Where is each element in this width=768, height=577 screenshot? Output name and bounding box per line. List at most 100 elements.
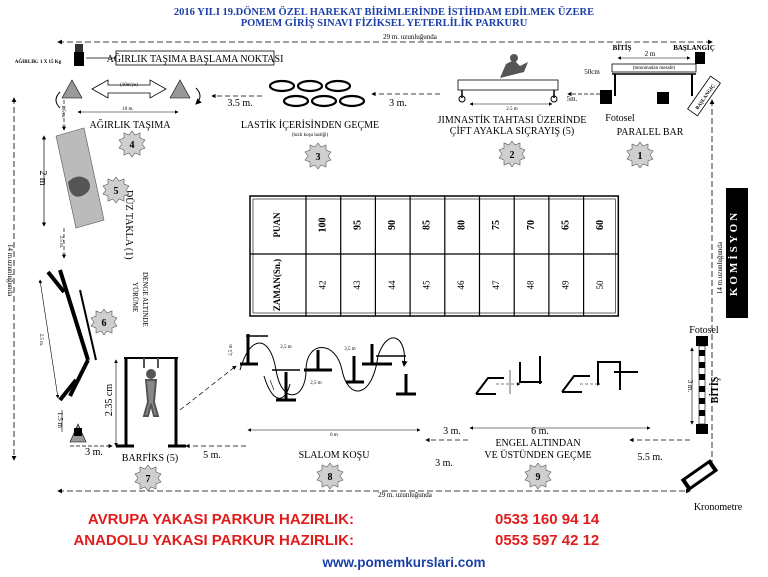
dist-25-left2: 2.5 m.: [58, 236, 63, 249]
svg-text:5: 5: [114, 186, 119, 197]
svg-text:6: 6: [102, 318, 107, 329]
dist-6m: 6 m.: [531, 426, 549, 437]
finish-gate: [690, 336, 708, 434]
station-2-label-2: ÇİFT AYAKLA SIÇRAYIŞ (5): [450, 125, 574, 137]
station-9-hurdles: [475, 356, 638, 395]
chronometer-device: [680, 459, 719, 492]
photocell-right: Fotosel: [689, 325, 719, 336]
svg-text:1: 1: [638, 151, 643, 162]
photocell-top: Fotosel: [605, 113, 635, 124]
pullup-height: 2.35 cm: [104, 384, 115, 416]
station-9-label-1: ENGEL ALTINDAN: [495, 438, 580, 449]
station-8-badge: 8: [316, 462, 344, 490]
weight-start-label: AĞIRLIK TAŞIMA BAŞLAMA NOKTASI: [107, 53, 284, 65]
station-8-label: SLALOM KOŞU: [299, 450, 371, 461]
station-4-badge: 4: [118, 130, 146, 158]
score-cell: 60: [595, 220, 606, 230]
board-length: 2.5 m: [506, 107, 518, 112]
dist-25-left: 2.5 m.: [60, 106, 65, 119]
station-3-note: (hızlı koşu lastiği): [292, 133, 329, 138]
weight-dist-inner: (10m'ye): [120, 83, 138, 88]
svg-text:7: 7: [146, 474, 151, 485]
dist-3m-bot: 3 m.: [435, 458, 453, 469]
time-cell: 49: [560, 280, 570, 290]
station-9-badge: 9: [524, 462, 552, 490]
time-cell: 46: [456, 280, 466, 290]
score-cell: 95: [352, 220, 363, 230]
weight-spec: AĞIRLIK: 1 X 15 Kg: [15, 59, 62, 65]
station-2-gym-board: [457, 54, 559, 106]
station-7-pullup-bar: [114, 357, 186, 448]
slalom-length: 6 m: [330, 433, 338, 438]
score-cell: 85: [422, 220, 433, 230]
station-5-mat: [41, 127, 105, 229]
time-cell: 43: [352, 280, 362, 290]
station-6-badge: 6: [90, 308, 118, 336]
station-9-label-2: VE ÜSTÜNDEN GEÇME: [484, 449, 591, 461]
website-link[interactable]: www.pomemkurslari.com: [321, 555, 485, 570]
time-cell: 44: [387, 280, 397, 290]
slalom-h4: 2,5 m: [310, 381, 322, 386]
score-cell: 70: [526, 220, 537, 230]
commission-label: KOMİSYON: [728, 210, 740, 296]
time-cell: 48: [526, 280, 536, 290]
dist-5m-bot: 5 m.: [203, 450, 221, 461]
score-cell: 80: [456, 220, 467, 230]
score-cell: 100: [318, 218, 329, 233]
time-cell: 47: [491, 280, 501, 290]
svg-text:8: 8: [328, 472, 333, 483]
paralel-note: (tutunmadan mesafe): [633, 66, 676, 71]
station-4-weight: [55, 44, 202, 114]
dist-3m-slalom: 3 m.: [443, 426, 461, 437]
time-header: ZAMAN(Sn.): [272, 259, 282, 311]
europe-phone: 0533 160 94 14: [495, 511, 600, 528]
svg-text:2: 2: [510, 150, 515, 161]
slalom-h: 2,5 m: [229, 344, 234, 356]
dist-15m: 1.5 m: [56, 412, 64, 429]
europe-label: AVRUPA YAKASI PARKUR HAZIRLIK:: [88, 511, 354, 528]
score-cell: 75: [491, 220, 502, 230]
time-cell: 50: [595, 280, 605, 290]
svg-text:3: 3: [316, 152, 321, 163]
station-5-label: DÜZ TAKLA (1): [123, 190, 135, 260]
station-1-label: PARALEL BAR: [617, 127, 684, 138]
finish-width: 3 m.: [686, 380, 694, 393]
score-cell: 65: [561, 220, 572, 230]
station-8-slalom: [179, 334, 421, 432]
finish-top: BİTİŞ: [613, 44, 632, 52]
finish-right-label: BİTİŞ: [709, 376, 721, 403]
anatolia-label: ANADOLU YAKASI PARKUR HAZIRLIK:: [73, 532, 354, 549]
station-3-tyres: [268, 79, 366, 108]
top-length: 29 m. uzunluğunda: [383, 33, 438, 41]
station-4-label: AĞIRLIK TAŞIMA: [90, 119, 172, 131]
mat-length: 2 m: [37, 170, 48, 186]
start-top: BAŞLANGIÇ: [673, 44, 715, 52]
station-7-badge: 7: [134, 464, 162, 492]
slalom-h3: 3,5 m: [344, 347, 356, 352]
dist-3m-bl: 3 m.: [85, 447, 103, 458]
commission-box: [726, 188, 748, 318]
station-3-badge: 3: [304, 142, 332, 170]
weight-dist: 10 m.: [122, 107, 133, 112]
dist-5m-top: 5m.: [567, 95, 578, 103]
beam-length: 2.5 m.: [38, 334, 43, 347]
right-length: 14 m.uzunluğunda: [716, 241, 724, 294]
bottom-length: 29 m. uzunluğunda: [378, 491, 433, 499]
left-length: 14 m.uzunluğunda: [6, 244, 14, 297]
dist-55m: 5.5 m.: [637, 452, 662, 463]
station-1-paralel-bar: [600, 52, 705, 104]
svg-text:4: 4: [130, 140, 135, 151]
station-6-beam: [38, 269, 97, 402]
score-cell: 90: [387, 220, 398, 230]
header-line2: POMEM GİRİŞ SINAVI FİZİKSEL YETERLİLİK P…: [241, 17, 528, 29]
paralel-50cm: 50cm: [584, 68, 600, 76]
chronometer-label: Kronometre: [694, 502, 743, 513]
dist-35m-top: 3.5 m.: [227, 98, 252, 109]
dist-3m-top: 3 m.: [389, 98, 407, 109]
svg-text:9: 9: [536, 472, 541, 483]
station-6-label-1: DENGE ALTINDE: [141, 272, 149, 327]
paralel-2m: 2 m: [645, 50, 656, 58]
header-line1: 2016 YILI 19.DÖNEM ÖZEL HAREKAT BİRİMLER…: [174, 5, 594, 18]
